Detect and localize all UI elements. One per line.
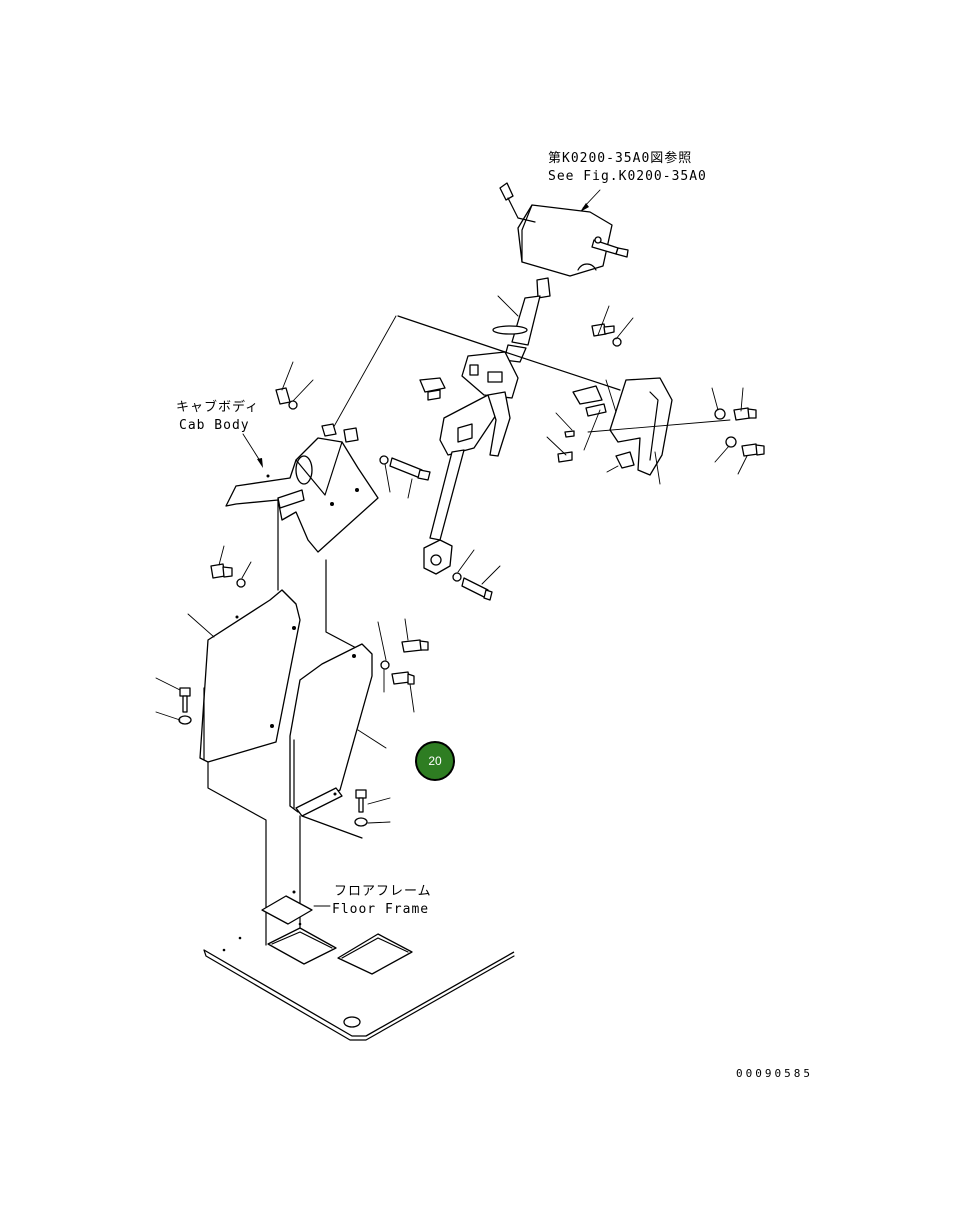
steering-column: [397, 277, 621, 575]
cab-body-label-jp: キャブボディ: [176, 399, 259, 415]
floor-frame: [203, 890, 515, 1041]
reference-label-en: See Fig.K0200-35A0: [548, 169, 707, 184]
cab-body-label-en: Cab Body: [179, 418, 250, 433]
callout-badge[interactable]: 20: [415, 741, 455, 781]
cover-plate-left: [199, 589, 301, 763]
column-mount-bracket: [225, 423, 379, 553]
callout-number: 20: [428, 754, 442, 768]
steering-head-unit: [499, 182, 629, 277]
bolt-group-column-lower: [452, 572, 493, 601]
pedal-bracket-right: [572, 377, 673, 476]
reference-label-jp: 第K0200-35A0図参照: [548, 150, 692, 166]
bolt-group-right: [557, 323, 765, 463]
floor-frame-label-en: Floor Frame: [332, 902, 429, 917]
bolt-group-covers: [178, 563, 429, 827]
floor-frame-label-jp: フロアフレーム: [334, 884, 432, 899]
cover-plate-right: [289, 643, 373, 817]
drawing-code: 00090585: [736, 1067, 813, 1080]
